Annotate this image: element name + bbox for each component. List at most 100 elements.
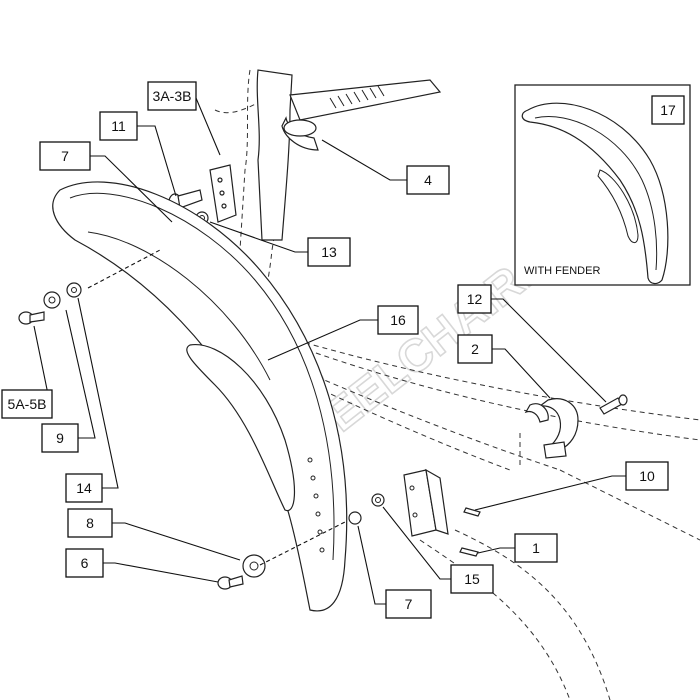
callout-5a5b-label: 5A-5B [8, 396, 47, 412]
leader-16 [267, 319, 378, 361]
callout-13: 13 [307, 237, 351, 267]
washer-7-bottom [348, 511, 362, 525]
washer-9 [43, 291, 61, 309]
frame-rear-curve-2 [419, 539, 571, 700]
callout-1-label: 1 [532, 540, 540, 556]
washer-14-spacer-hole [71, 287, 77, 293]
bracket-part-3a3b [209, 164, 237, 223]
callout-6-label: 6 [81, 555, 89, 571]
callout-2-label: 2 [471, 341, 479, 357]
leader-13 [209, 221, 308, 253]
bracket-1-hole-2 [412, 512, 418, 518]
washer-15 [371, 493, 385, 507]
leader-3a3b [195, 97, 221, 156]
fender-hole-3 [313, 493, 319, 499]
callout-2: 2 [457, 334, 493, 364]
callout-8-label: 8 [86, 515, 94, 531]
leader-2 [492, 348, 551, 399]
screw-5-shank [29, 311, 45, 323]
frame-side-rail-5 [559, 469, 700, 541]
frame-post [256, 69, 293, 241]
callout-11-label: 11 [111, 118, 126, 134]
fender-groove [87, 231, 271, 381]
bolt-12-head [618, 394, 628, 406]
fender-window [186, 344, 295, 512]
callout-10-label: 10 [639, 468, 655, 484]
leader-14 [77, 297, 119, 489]
inset-fender-window [597, 169, 639, 244]
callout-8: 8 [67, 508, 113, 538]
clamp-part-2 [524, 394, 628, 459]
callout-7-top-label: 7 [61, 148, 69, 164]
leader-12 [491, 298, 607, 403]
callout-9: 9 [41, 423, 79, 453]
bottom-hardware [217, 493, 385, 590]
leader-11 [137, 125, 177, 197]
bracket-3-hole-3 [221, 203, 227, 209]
callout-5a5b: 5A-5B [1, 389, 53, 419]
screw-6-shank [228, 575, 244, 588]
callout-7-top: 7 [39, 141, 91, 171]
callout-7-bottom-label: 7 [405, 596, 413, 612]
callout-15: 15 [450, 564, 494, 594]
callout-9-label: 9 [56, 430, 64, 446]
clamp-part-4 [281, 116, 319, 151]
screw-1 [459, 547, 479, 557]
screw-10 [463, 507, 481, 517]
left-hardware [18, 282, 82, 325]
leader-10 [474, 475, 626, 511]
callout-12: 12 [457, 284, 492, 314]
leader-15 [382, 506, 451, 580]
leader-8 [112, 522, 241, 561]
callout-16-label: 16 [390, 312, 406, 328]
leader-dashed-axis-bottom [259, 521, 346, 566]
callout-14-label: 14 [76, 480, 92, 496]
fender-hole-1 [307, 457, 313, 463]
callout-3a3b-label: 3A-3B [153, 88, 192, 104]
washer-9-hole [48, 296, 56, 304]
callout-7-bottom: 7 [385, 589, 432, 619]
frame-rear-curve-1 [454, 529, 611, 700]
fender-part-14 [52, 181, 348, 612]
callout-16: 16 [377, 305, 419, 335]
callout-17: 17 [651, 95, 685, 125]
leader-lines [33, 97, 626, 605]
fender-outer [52, 181, 348, 612]
leader-4 [321, 139, 407, 181]
bracket-1-hole-1 [409, 485, 415, 491]
clamp-2-lip [524, 403, 549, 423]
spring-coils [329, 85, 385, 109]
bracket-3-hole-1 [217, 177, 223, 183]
callout-15-label: 15 [464, 571, 480, 587]
callout-11: 11 [99, 111, 138, 141]
inset-fender-inner [534, 116, 658, 271]
bracket-part-1 [403, 468, 481, 557]
callout-4: 4 [406, 165, 450, 195]
fender-hole-6 [319, 547, 325, 553]
callout-4-label: 4 [424, 172, 432, 188]
callout-12-label: 12 [467, 291, 483, 307]
clamp-2-foot [543, 441, 567, 459]
leader-7-top [90, 155, 173, 223]
callout-3a3b: 3A-3B [147, 81, 197, 111]
inset-fender-shape [521, 102, 669, 285]
fender-inner-edge [69, 192, 335, 561]
fender-hole-5 [317, 529, 323, 535]
frame-crossbar [289, 79, 442, 121]
washer-15-hole [375, 497, 381, 503]
bolt-11-shank [177, 189, 203, 209]
leader-7-bottom [357, 525, 386, 605]
leader-1 [477, 547, 515, 554]
callout-1: 1 [514, 533, 558, 563]
washer-8-hole [249, 561, 259, 571]
callout-14: 14 [65, 473, 103, 503]
fender-hole-2 [310, 475, 316, 481]
leader-9 [65, 309, 96, 439]
fender-hole-4 [315, 511, 321, 517]
callout-6: 6 [65, 548, 104, 578]
leader-6 [103, 562, 219, 583]
bracket-1-side [425, 468, 449, 535]
washer-8 [242, 554, 266, 578]
